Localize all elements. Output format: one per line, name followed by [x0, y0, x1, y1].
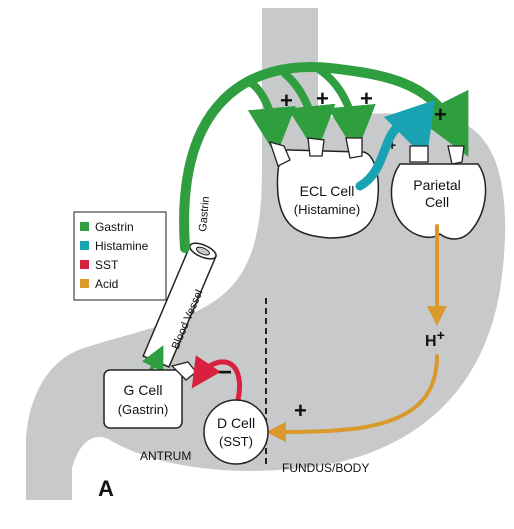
legend-swatch-histamine: [80, 241, 89, 250]
parietal-cell: Parietal Cell: [390, 145, 487, 240]
acid-pathway: [266, 224, 447, 442]
legend-swatch-acid: [80, 279, 89, 288]
parietal-receptor-histamine: [409, 145, 429, 163]
ecl-cell-sublabel: (Histamine): [294, 202, 360, 217]
panel-label: A: [98, 476, 114, 501]
d-cell: D Cell (SST): [203, 399, 269, 465]
d-cell-sublabel: (SST): [219, 434, 253, 449]
minus-sign-sst: −: [218, 359, 232, 386]
gastrin-vessel-label: Gastrin: [197, 196, 212, 232]
gastrin-main-arc: [179, 62, 469, 253]
gastrin-branch-3: [316, 66, 376, 154]
d-cell-label: D Cell: [217, 415, 255, 431]
ecl-receptor-1: [268, 141, 291, 167]
plus-sign-ecl-1: +: [280, 88, 293, 113]
ecl-receptor-2: [307, 137, 325, 157]
gastrin-branch-1: [246, 78, 296, 156]
legend-label-sst: SST: [95, 258, 119, 272]
ecl-cell-label: ECL Cell: [300, 183, 355, 199]
gastrin-pathway: [141, 62, 469, 374]
sst-inhibition-arrow: [191, 355, 242, 411]
parietal-cell-sublabel: Cell: [425, 194, 449, 210]
legend-swatch-sst: [80, 260, 89, 269]
plus-sign-ecl-3: +: [360, 86, 373, 111]
g-cell-sublabel: (Gastrin): [118, 402, 169, 417]
g-cell-label: G Cell: [124, 382, 163, 398]
acid-arrow-to-dcell: [266, 354, 439, 442]
g-cell: G Cell (Gastrin): [103, 369, 183, 429]
legend-swatch-gastrin: [80, 222, 89, 231]
parietal-cell-label: Parietal: [413, 177, 460, 193]
plus-sign-ecl-2: +: [316, 86, 329, 111]
gastrin-branch-2: [281, 70, 336, 154]
plus-sign-acid: +: [294, 398, 307, 423]
parietal-receptor-gastrin: [447, 145, 465, 165]
histamine-arrow: [355, 99, 436, 191]
legend-label-histamine: Histamine: [95, 239, 149, 253]
fundus-body-label: FUNDUS/BODY: [282, 461, 369, 475]
ecl-cell: ECL Cell (Histamine): [268, 137, 380, 239]
legend-label-acid: Acid: [95, 277, 118, 291]
ecl-receptor-3: [345, 137, 363, 159]
legend-label-gastrin: Gastrin: [95, 220, 134, 234]
antrum-label: ANTRUM: [140, 449, 191, 463]
proton-label: H+: [425, 327, 445, 350]
plus-sign-parietal: +: [434, 102, 447, 127]
